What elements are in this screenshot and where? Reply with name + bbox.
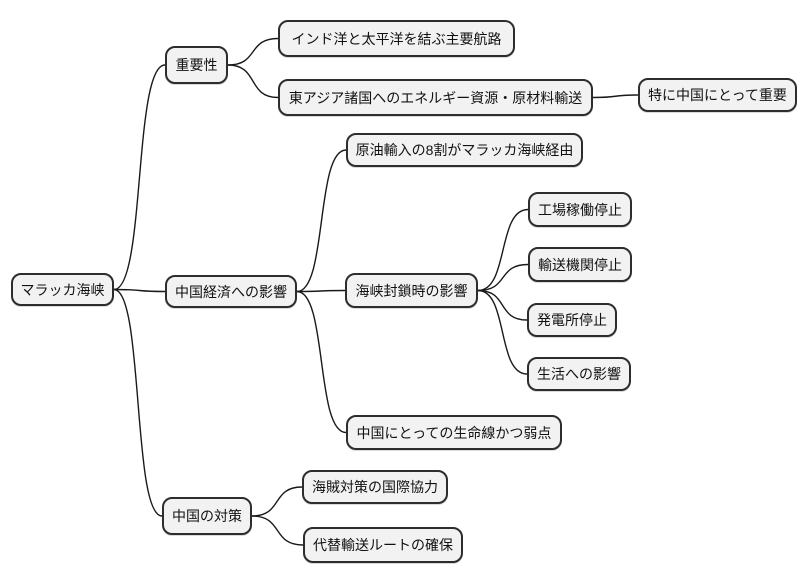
mindmap-node-alternative-routes: 代替輸送ルートの確保 — [303, 527, 463, 563]
mindmap-node-china-measures: 中国の対策 — [162, 497, 252, 535]
edge-importance-energy-transport — [227, 64, 279, 99]
mindmap-node-lifeline-weakpoint: 中国にとっての生命線かつ弱点 — [346, 415, 562, 450]
mindmap-node-piracy-cooperation: 海賊対策の国際協力 — [302, 470, 448, 504]
mindmap-node-power-stop: 発電所停止 — [527, 303, 617, 337]
edge-china-economy-lifeline-weakpoint — [296, 290, 347, 434]
mindmap-node-importance: 重要性 — [165, 46, 228, 84]
edge-blockade-impact-power-stop — [477, 289, 528, 321]
edge-china-measures-alternative-routes — [251, 515, 304, 546]
edge-blockade-impact-factory-stop — [477, 208, 529, 292]
mindmap-node-blockade-impact: 海峡封鎖時の影響 — [345, 273, 478, 308]
edge-root-importance — [113, 64, 166, 291]
edge-energy-transport-china-critical — [592, 94, 639, 99]
mindmap-node-sea-route: インド洋と太平洋を結ぶ主要航路 — [278, 20, 515, 57]
mindmap-node-energy-transport: 東アジア諸国へのエネルギー資源・原材料輸送 — [278, 79, 593, 116]
edge-china-economy-oil-import — [296, 149, 347, 293]
edge-blockade-impact-life-impact — [477, 289, 528, 375]
edge-china-economy-blockade-impact — [296, 289, 346, 293]
edge-blockade-impact-transport-stop — [477, 263, 529, 292]
mindmap-node-china-critical: 特に中国にとって重要 — [638, 78, 797, 112]
mindmap-node-china-economy: 中国経済への影響 — [165, 275, 297, 308]
mindmap-node-transport-stop: 輸送機関停止 — [528, 247, 632, 282]
mindmap-node-root: マラッカ海峡 — [11, 273, 114, 306]
edge-china-measures-piracy-cooperation — [251, 486, 303, 517]
mindmap-node-factory-stop: 工場稼働停止 — [528, 192, 632, 227]
edge-root-china-measures — [113, 288, 163, 517]
mindmap-node-oil-import: 原油輸入の8割がマラッカ海峡経由 — [346, 133, 583, 167]
edge-root-china-economy — [113, 288, 166, 293]
edge-importance-sea-route — [227, 37, 279, 66]
mindmap-node-life-impact: 生活への影響 — [527, 357, 631, 391]
